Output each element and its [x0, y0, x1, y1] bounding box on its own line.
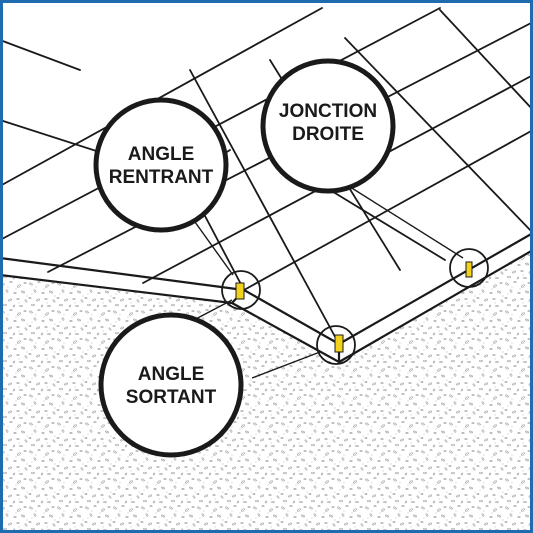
profile-outer-corner — [334, 334, 344, 353]
callout-angle-sortant: ANGLE SORTANT — [98, 312, 244, 458]
profile-straight-joint — [465, 261, 473, 278]
platform-edge-face-right — [339, 233, 533, 362]
detail-circle-straight-joint — [449, 248, 489, 288]
callout-jonction-droite-line2: DROITE — [292, 124, 364, 145]
detail-circles — [221, 248, 489, 365]
callout-angle-sortant-line2: SORTANT — [126, 387, 217, 408]
platform-edge-face — [0, 258, 339, 362]
callout-angle-rentrant: ANGLE RENTRANT — [93, 97, 229, 233]
callout-angle-sortant-line1: ANGLE — [138, 364, 205, 385]
tiled-platform — [0, 0, 533, 344]
detail-circle-outer-corner — [316, 325, 356, 365]
detail-circle-inner-corner — [221, 270, 261, 310]
edge-profiles — [235, 261, 473, 353]
callout-jonction-droite-line1: JONCTION — [279, 101, 377, 122]
callout-jonction-droite: JONCTION DROITE — [260, 58, 396, 194]
callout-angle-rentrant-line1: ANGLE — [128, 144, 195, 165]
callout-angle-rentrant-line2: RENTRANT — [109, 167, 214, 188]
profile-inner-corner — [235, 282, 245, 300]
leader-lines — [189, 184, 464, 379]
